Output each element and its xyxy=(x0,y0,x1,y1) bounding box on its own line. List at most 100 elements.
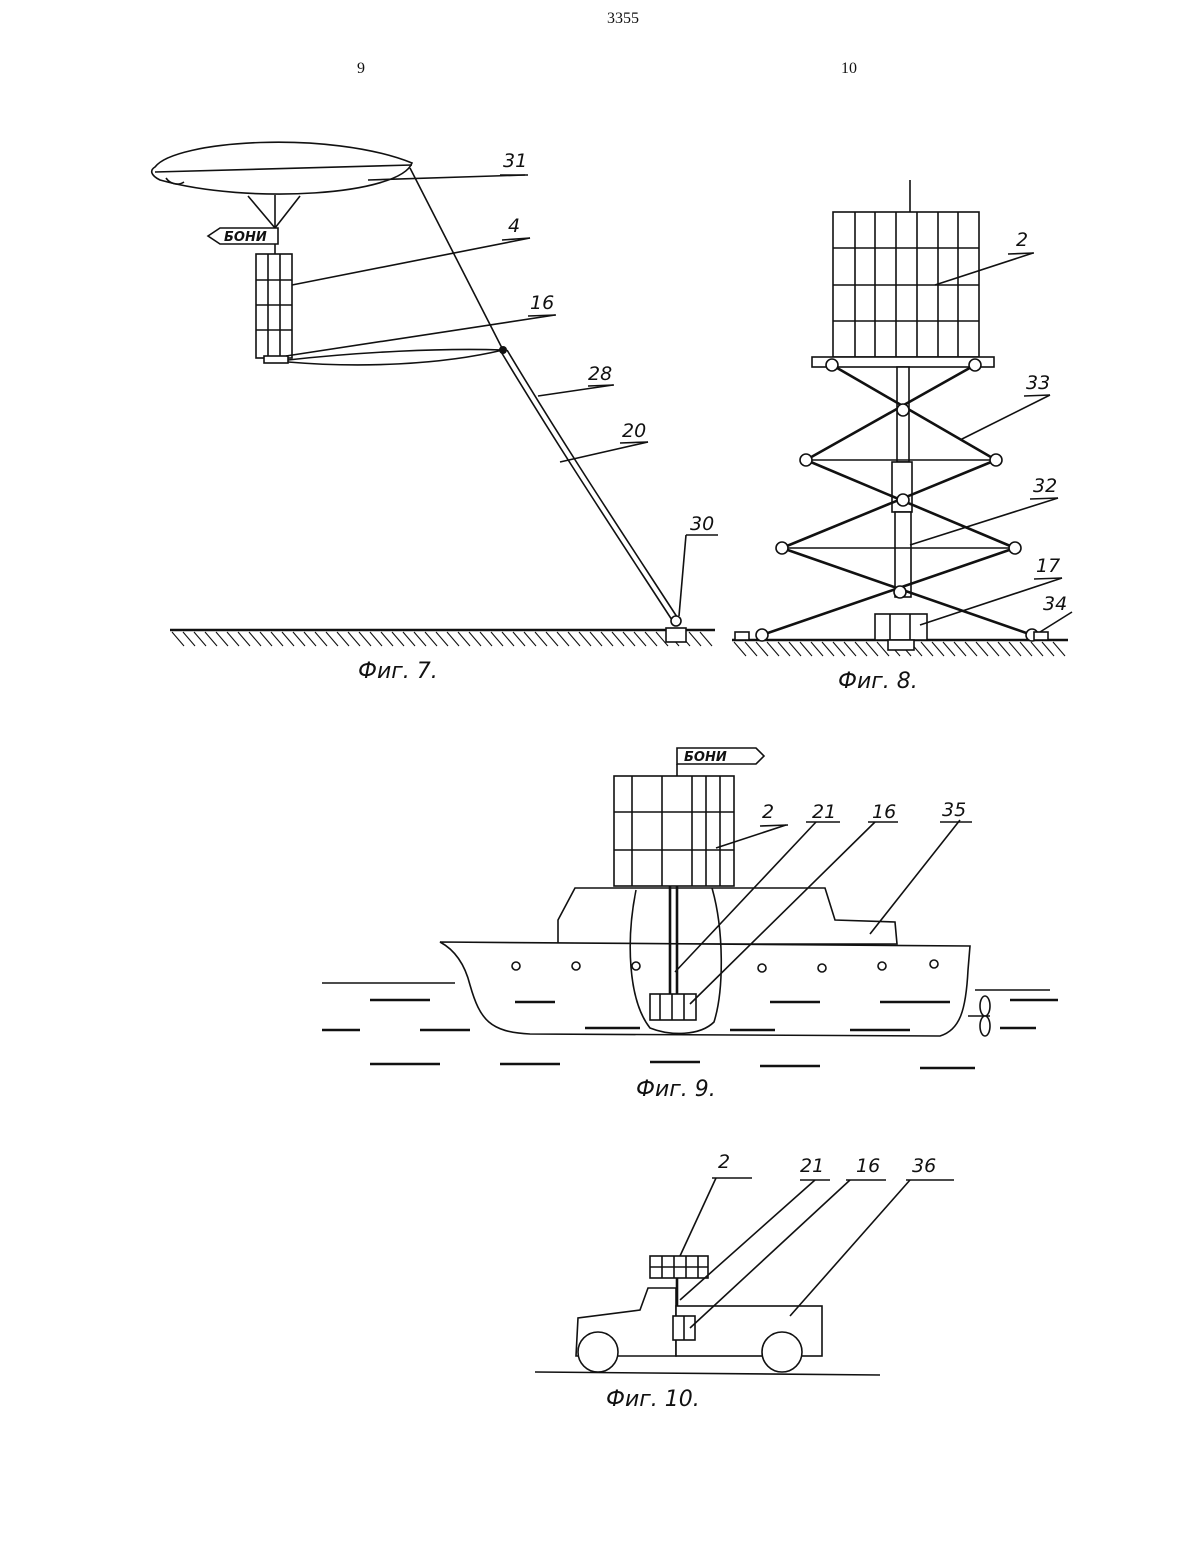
mast-20-right xyxy=(507,350,679,620)
hatch-stroke xyxy=(414,632,426,646)
hatch-stroke xyxy=(546,632,558,646)
fig7-ground-hatch xyxy=(172,632,712,646)
label-36: 36 xyxy=(912,1155,936,1177)
hatch-stroke xyxy=(844,642,856,656)
hatch-stroke xyxy=(172,632,184,646)
hatch-stroke xyxy=(932,642,944,656)
hatch-stroke xyxy=(337,632,349,646)
hatch-stroke xyxy=(568,632,580,646)
front-wheel xyxy=(578,1332,618,1372)
hatch-stroke xyxy=(634,632,646,646)
label-28: 28 xyxy=(588,363,612,385)
road-line xyxy=(535,1372,880,1375)
label-32: 32 xyxy=(1033,475,1057,497)
hatch-stroke xyxy=(767,642,779,656)
hatch-stroke xyxy=(524,632,536,646)
hatch-stroke xyxy=(304,632,316,646)
hatch-stroke xyxy=(436,632,448,646)
hatch-stroke xyxy=(590,632,602,646)
hatch-stroke xyxy=(645,632,657,646)
hatch-stroke xyxy=(348,632,360,646)
battery-16-fig9 xyxy=(650,994,696,1020)
hatch-stroke xyxy=(535,632,547,646)
caption-fig8: Фиг. 8. xyxy=(838,669,918,694)
label-16-fig10: 16 xyxy=(856,1155,880,1177)
hatch-stroke xyxy=(601,632,613,646)
hatch-stroke xyxy=(205,632,217,646)
suspension-line-right xyxy=(275,196,300,228)
anchor-30 xyxy=(671,616,681,626)
base-34 xyxy=(1034,632,1048,640)
hatch-stroke xyxy=(216,632,228,646)
hatch-stroke xyxy=(822,642,834,656)
hatch-stroke xyxy=(943,642,955,656)
top-platform xyxy=(812,357,994,367)
label-17: 17 xyxy=(1036,555,1060,577)
hatch-stroke xyxy=(458,632,470,646)
boni-sign-text-fig7: БОНИ xyxy=(224,230,267,245)
anchor-base xyxy=(666,628,686,642)
hatch-stroke xyxy=(282,632,294,646)
hatch-stroke xyxy=(998,642,1010,656)
figure-7: БОНИ 31 4 16 28 xyxy=(152,142,718,684)
hatch-stroke xyxy=(381,632,393,646)
label-33: 33 xyxy=(1026,372,1050,394)
hatch-stroke xyxy=(502,632,514,646)
hatch-stroke xyxy=(403,632,415,646)
label-2-fig9: 2 xyxy=(762,801,774,823)
hatch-stroke xyxy=(734,642,746,656)
hatch-stroke xyxy=(480,632,492,646)
label-31: 31 xyxy=(503,150,527,172)
hatch-stroke xyxy=(194,632,206,646)
hatch-stroke xyxy=(855,642,867,656)
hatch-stroke xyxy=(183,632,195,646)
hatch-stroke xyxy=(260,632,272,646)
hatch-stroke xyxy=(833,642,845,656)
hatch-stroke xyxy=(811,642,823,656)
hatch-stroke xyxy=(326,632,338,646)
hatch-stroke xyxy=(1042,642,1054,656)
label-21-fig9: 21 xyxy=(812,801,836,823)
hatch-stroke xyxy=(370,632,382,646)
balloon-seam xyxy=(155,165,412,172)
hatch-stroke xyxy=(1009,642,1021,656)
hatch-stroke xyxy=(249,632,261,646)
hatch-stroke xyxy=(623,632,635,646)
label-34: 34 xyxy=(1043,593,1067,615)
hatch-stroke xyxy=(293,632,305,646)
hatch-stroke xyxy=(1020,642,1032,656)
hatch-stroke xyxy=(469,632,481,646)
hatch-stroke xyxy=(425,632,437,646)
hatch-stroke xyxy=(921,642,933,656)
hatch-stroke xyxy=(1031,642,1043,656)
figure-9: БОНИ xyxy=(322,748,1058,1102)
label-20: 20 xyxy=(622,420,646,442)
figure-10: 2 21 16 36 Фиг. 10. xyxy=(535,1151,954,1412)
hatch-stroke xyxy=(491,632,503,646)
hatch-stroke xyxy=(447,632,459,646)
hatch-stroke xyxy=(227,632,239,646)
panel-4 xyxy=(256,254,292,358)
hatch-stroke xyxy=(579,632,591,646)
label-35: 35 xyxy=(942,799,966,821)
hatch-stroke xyxy=(866,642,878,656)
hatch-stroke xyxy=(954,642,966,656)
hatch-stroke xyxy=(976,642,988,656)
figure-8: 2 33 32 17 34 Фиг. 8. xyxy=(732,180,1072,694)
hatch-stroke xyxy=(800,642,812,656)
caption-fig10: Фиг. 10. xyxy=(606,1387,700,1412)
hatch-stroke xyxy=(745,642,757,656)
label-16-fig9: 16 xyxy=(872,801,896,823)
label-30: 30 xyxy=(690,513,714,535)
battery-16-fig7 xyxy=(264,356,288,363)
hatch-stroke xyxy=(271,632,283,646)
hatch-stroke xyxy=(513,632,525,646)
hatch-stroke xyxy=(778,642,790,656)
hatch-stroke xyxy=(987,642,999,656)
boni-sign-text-fig9: БОНИ xyxy=(684,750,727,765)
propeller xyxy=(980,996,990,1016)
label-21-fig10: 21 xyxy=(800,1155,824,1177)
label-2-fig8: 2 xyxy=(1016,229,1028,251)
hatch-stroke xyxy=(315,632,327,646)
